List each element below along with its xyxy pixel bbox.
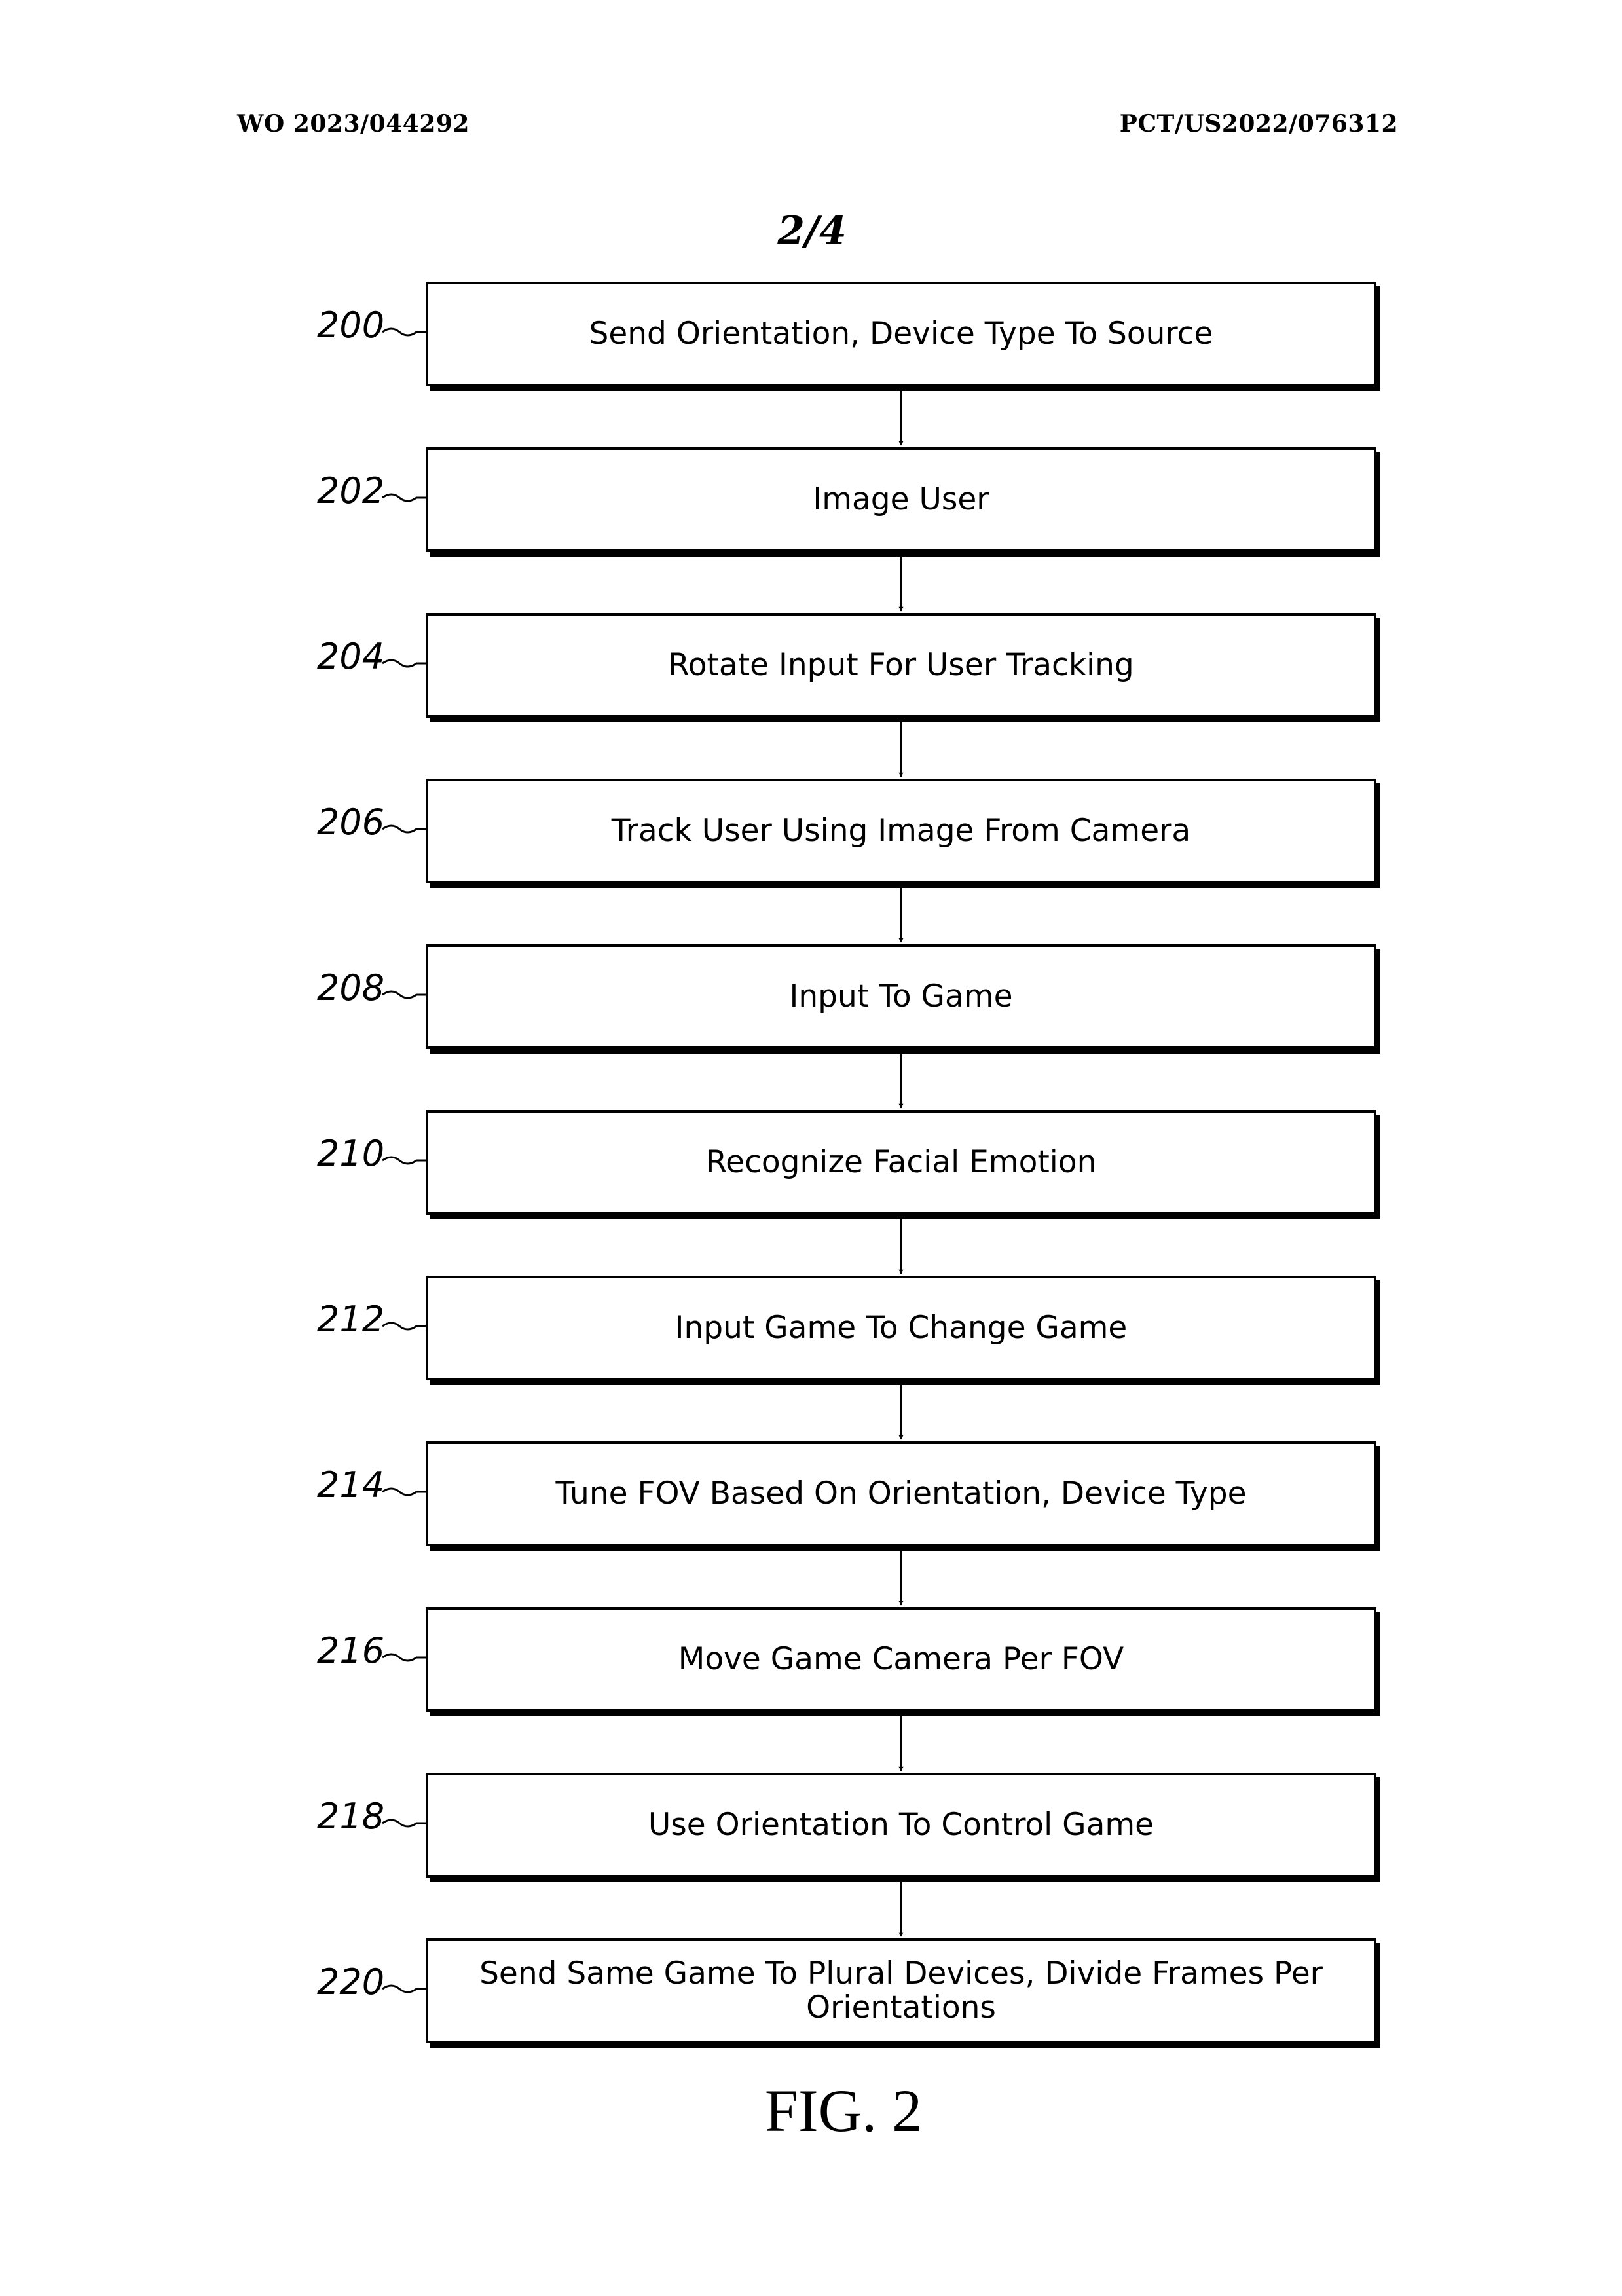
ref-numeral-202: 202 bbox=[317, 470, 385, 511]
ref-numeral-210: 210 bbox=[317, 1133, 385, 1174]
step-box-212: Input Game To Change Game bbox=[426, 1276, 1376, 1380]
step-box-210: Recognize Facial Emotion bbox=[426, 1110, 1376, 1215]
step-box-204: Rotate Input For User Tracking bbox=[426, 613, 1376, 718]
ref-numeral-206: 206 bbox=[317, 802, 385, 843]
step-box-214: Tune FOV Based On Orientation, Device Ty… bbox=[426, 1441, 1376, 1546]
step-label-218: Use Orientation To Control Game bbox=[648, 1807, 1154, 1843]
leader-line-202 bbox=[382, 493, 426, 502]
ref-numeral-208: 208 bbox=[317, 967, 385, 1009]
ref-numeral-214: 214 bbox=[317, 1464, 385, 1506]
leader-line-200 bbox=[382, 327, 426, 337]
leader-line-206 bbox=[382, 824, 426, 834]
step-label-212: Input Game To Change Game bbox=[674, 1310, 1128, 1346]
step-box-202: Image User bbox=[426, 447, 1376, 552]
ref-numeral-200: 200 bbox=[317, 305, 385, 346]
leader-line-208 bbox=[382, 990, 426, 999]
step-label-200: Send Orientation, Device Type To Source bbox=[589, 316, 1213, 352]
leader-line-220 bbox=[382, 1984, 426, 1993]
ref-numeral-216: 216 bbox=[317, 1630, 385, 1671]
ref-numeral-204: 204 bbox=[317, 636, 385, 677]
step-box-206: Track User Using Image From Camera bbox=[426, 779, 1376, 883]
leader-line-204 bbox=[382, 659, 426, 668]
step-box-218: Use Orientation To Control Game bbox=[426, 1773, 1376, 1878]
figure-caption: FIG. 2 bbox=[764, 2077, 923, 2144]
step-label-220: Send Same Game To Plural Devices, Divide… bbox=[479, 1955, 1323, 2026]
leader-line-214 bbox=[382, 1487, 426, 1496]
leader-line-216 bbox=[382, 1653, 426, 1662]
sheet-number: 2/4 bbox=[777, 208, 847, 254]
ref-numeral-218: 218 bbox=[317, 1796, 385, 1837]
ref-numeral-212: 212 bbox=[317, 1299, 385, 1340]
step-label-214: Tune FOV Based On Orientation, Device Ty… bbox=[555, 1475, 1247, 1512]
leader-line-210 bbox=[382, 1156, 426, 1165]
publication-number: WO 2023/044292 bbox=[237, 110, 470, 138]
step-label-208: Input To Game bbox=[789, 978, 1013, 1015]
step-box-220: Send Same Game To Plural Devices, Divide… bbox=[426, 1938, 1376, 2043]
step-label-202: Image User bbox=[813, 481, 989, 518]
step-label-204: Rotate Input For User Tracking bbox=[668, 647, 1134, 684]
leader-line-218 bbox=[382, 1819, 426, 1828]
ref-numeral-220: 220 bbox=[317, 1961, 385, 2003]
step-box-200: Send Orientation, Device Type To Source bbox=[426, 282, 1376, 386]
step-label-206: Track User Using Image From Camera bbox=[611, 813, 1191, 849]
leader-line-212 bbox=[382, 1322, 426, 1331]
step-label-210: Recognize Facial Emotion bbox=[705, 1144, 1097, 1181]
application-number: PCT/US2022/076312 bbox=[1119, 110, 1398, 138]
step-box-208: Input To Game bbox=[426, 944, 1376, 1049]
step-label-216: Move Game Camera Per FOV bbox=[678, 1641, 1124, 1678]
step-box-216: Move Game Camera Per FOV bbox=[426, 1607, 1376, 1712]
